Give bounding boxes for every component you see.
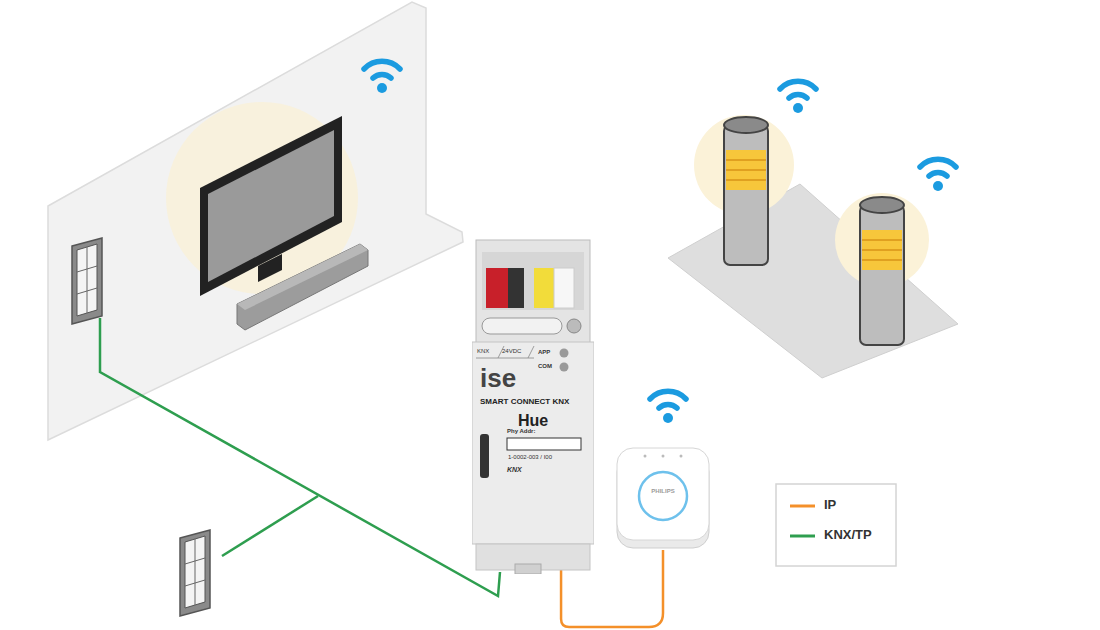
- legend-swatch: [790, 505, 815, 508]
- led-label: APP: [538, 349, 550, 356]
- legend-box: [776, 484, 896, 566]
- field-label: Phy Addr:: [507, 428, 535, 435]
- brand-name: PHILIPS: [615, 488, 711, 495]
- wifi-icon: [650, 391, 686, 423]
- knx-switch: [72, 238, 102, 324]
- led-label: COM: [538, 363, 552, 370]
- knx-wire: [222, 496, 318, 556]
- knx-switch: [180, 530, 210, 616]
- knx-wire: [100, 318, 500, 596]
- product-variant: Hue: [472, 412, 594, 430]
- floor: [668, 184, 958, 378]
- article-number: 1-0002-003 / I00: [508, 454, 552, 461]
- bollard-light: [724, 117, 768, 265]
- bridge-box: PHILIPS: [615, 446, 711, 550]
- knx-logo: KNX: [507, 466, 522, 474]
- brand-logo: ise: [480, 364, 516, 393]
- port-label: 24VDC: [502, 348, 521, 355]
- product-name: SMART CONNECT KNX: [480, 398, 569, 407]
- soundbar: [237, 244, 368, 330]
- legend-swatch: [790, 535, 815, 538]
- legend-text: KNX/TP: [824, 528, 872, 542]
- gateway-device: KNX 24VDC APP COM iseSMART CONNECT KNX HuePhy…: [472, 238, 594, 574]
- wifi-icon: [920, 159, 956, 191]
- hue-bridge: [615, 446, 711, 550]
- wifi-icon: [780, 81, 816, 113]
- bollard-light: [860, 197, 904, 345]
- wall-panel: [48, 2, 463, 440]
- legend-text: IP: [824, 498, 836, 512]
- port-label: KNX: [477, 348, 489, 355]
- wifi-icon: [364, 61, 400, 93]
